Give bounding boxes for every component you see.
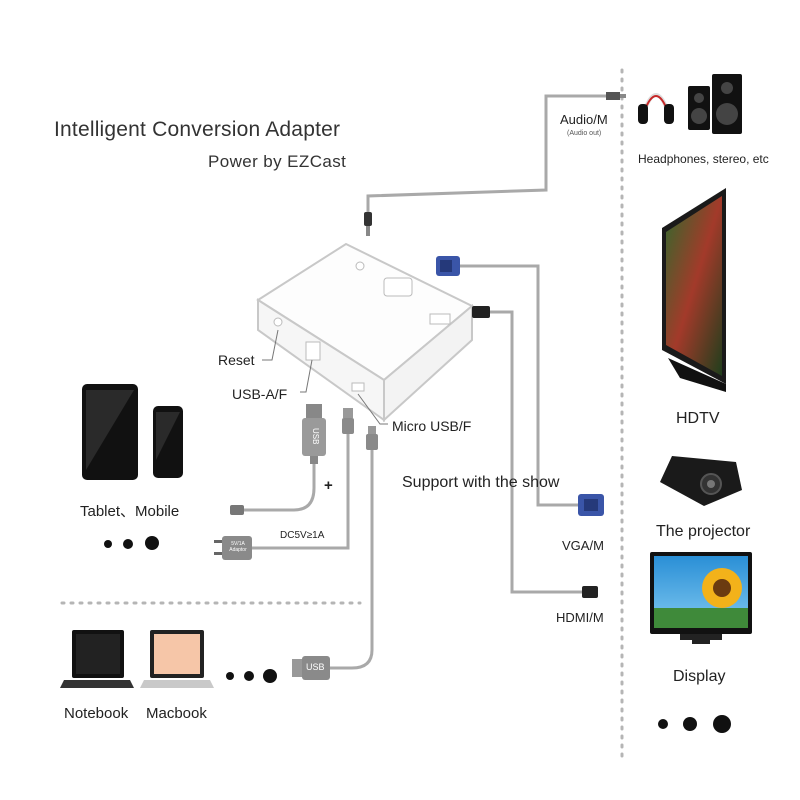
notebook-icon: [60, 630, 134, 688]
usb-plug-icon: [302, 404, 326, 464]
plus-sign: +: [324, 477, 333, 494]
display-icon: [650, 552, 752, 644]
power-spec-label: DC5V≥1A: [280, 530, 325, 541]
hdmi-male-icon: [582, 586, 598, 598]
hdmi-plug-icon: [472, 306, 490, 318]
divider-lines: [60, 68, 624, 762]
micro-usb-port-label: Micro USB/F: [392, 418, 472, 434]
diagram-subtitle: Power by EZCast: [208, 152, 347, 171]
adaptor-text: 5V/1A Adaptor: [229, 541, 247, 553]
more-dots-icon: [104, 536, 159, 550]
reset-port-label: Reset: [218, 352, 255, 368]
audio-jack-icon: [364, 212, 372, 236]
cables: [242, 94, 608, 670]
port-leaders: [262, 329, 388, 425]
stereo-speakers-icon: [688, 74, 742, 134]
usb-plug-label: USB: [311, 428, 320, 445]
vga-male-icon: [578, 494, 604, 516]
micro-usb-plug-icon: [342, 408, 354, 434]
vga-plug-icon: [436, 256, 460, 276]
support-text: Support with the show: [402, 474, 560, 491]
power-adaptor-icon: [214, 536, 252, 560]
diagram-title: Intelligent Conversion Adapter: [54, 118, 341, 141]
notebook-label: Notebook: [64, 705, 129, 722]
projector-icon: [660, 456, 742, 506]
hdtv-icon: [662, 188, 726, 392]
more-dots-icon: [226, 669, 277, 683]
audio-plug-icon: [606, 92, 626, 100]
audio-port-label: Audio/M: [560, 112, 608, 127]
macbook-label: Macbook: [146, 705, 207, 722]
usb-a-plug-icon: [292, 656, 330, 680]
display-label: Display: [673, 668, 726, 685]
adapter-device: [256, 242, 474, 423]
macbook-icon: [140, 630, 214, 688]
audio-devices-label: Headphones, stereo, etc: [638, 152, 769, 166]
tablet-mobile-label: Tablet、Mobile: [80, 503, 180, 520]
usb-af-port-label: USB-A/F: [232, 386, 288, 402]
usb-plug-label: USB: [306, 662, 325, 672]
usb-cable-plug-icon: [366, 426, 378, 450]
micro-usb-plug-icon: [230, 505, 244, 515]
tablet-icon: [82, 384, 138, 480]
mobile-phone-icon: [153, 406, 183, 478]
more-dots-icon: [658, 715, 731, 733]
hdmi-port-label: HDMI/M: [556, 610, 604, 625]
vga-port-label: VGA/M: [562, 538, 604, 553]
headphones-icon: [638, 93, 674, 124]
projector-label: The projector: [656, 523, 751, 540]
hdtv-label: HDTV: [676, 410, 720, 427]
audio-port-sublabel: (Audio out): [567, 130, 602, 137]
